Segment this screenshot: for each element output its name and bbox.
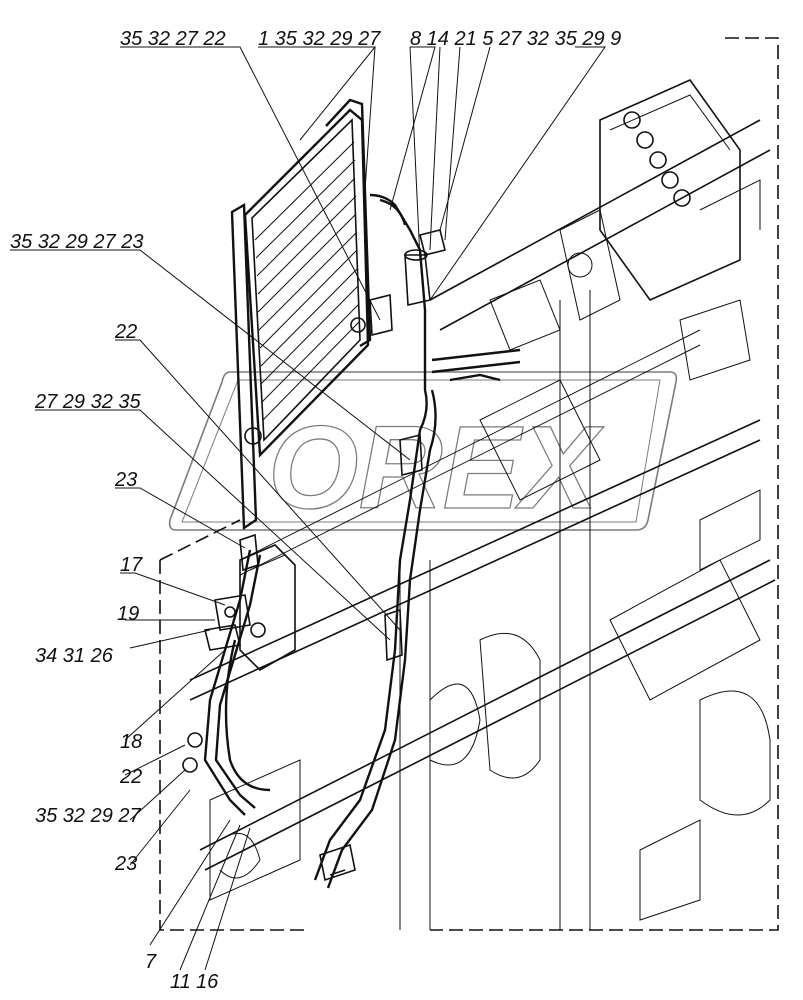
leader-lines [10, 46, 606, 971]
callout-bottom-2: 11 [170, 971, 191, 993]
callout-left-6: 19 [117, 603, 139, 625]
callout-left-4: 23 [114, 469, 137, 491]
callout-left-11: 23 [114, 853, 137, 875]
callout-left-2: 22 [114, 321, 137, 343]
callout-bottom-1: 7 [145, 951, 157, 973]
callout-top-2: 1 35 32 29 27 [258, 28, 381, 50]
refrigerant-hoses [182, 193, 521, 889]
callout-top-3: 8 14 21 5 27 32 35 29 9 [410, 28, 621, 50]
watermark-logo: OREX [168, 371, 678, 535]
callout-left-9: 22 [119, 766, 142, 788]
callout-left-10: 35 32 29 27 [35, 805, 142, 827]
engine-block [479, 79, 761, 501]
compressor-fittings [204, 533, 296, 671]
callout-left-7: 34 31 26 [35, 645, 114, 667]
chassis-frame [189, 119, 776, 930]
callout-left-8: 18 [120, 731, 142, 753]
callout-bottom-3: 16 [196, 971, 219, 993]
callout-left-3: 27 29 32 35 [34, 391, 142, 413]
callout-left-1: 35 32 29 27 23 [10, 231, 143, 253]
condenser-radiator [230, 98, 372, 531]
callout-labels: 35 32 27 22 1 35 32 29 27 8 14 21 5 27 3… [10, 28, 621, 993]
callout-left-5: 17 [120, 554, 143, 576]
callout-top-1: 35 32 27 22 [120, 28, 226, 50]
